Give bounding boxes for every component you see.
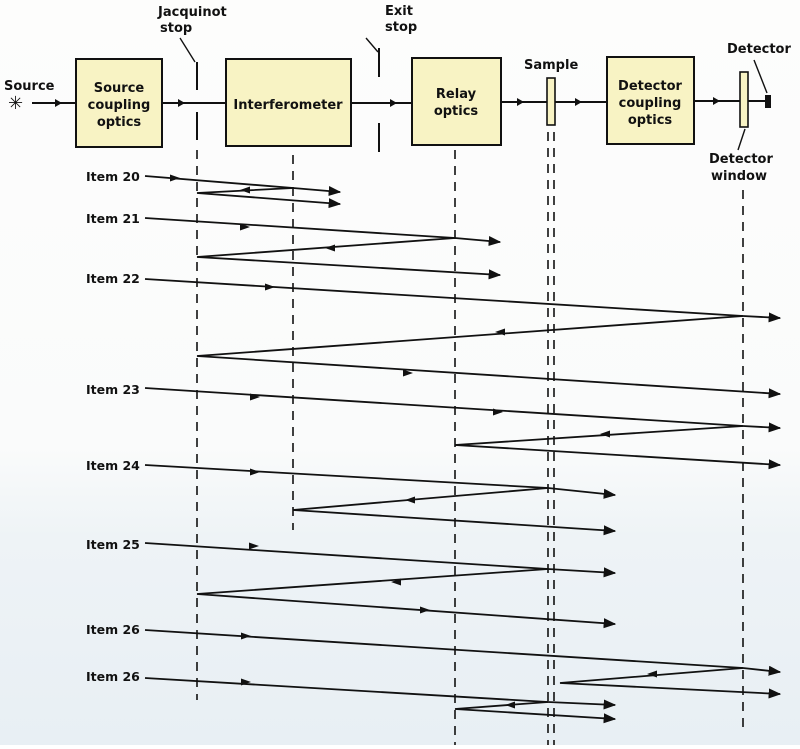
exit-stop-label-1: Exit xyxy=(385,4,413,19)
ray-direction-arrow-icon xyxy=(170,174,180,182)
source-coupling-optics-line2: coupling xyxy=(88,98,151,113)
beam-arrow-icon xyxy=(55,99,62,107)
detector-coupling-optics-line1: Detector xyxy=(618,79,682,94)
reference-lines xyxy=(196,132,744,745)
detector-window-element xyxy=(739,71,749,128)
item-label: Item 24 xyxy=(86,458,140,473)
source-label: Source xyxy=(4,79,55,94)
beam-arrow-icon xyxy=(575,98,582,106)
detector-element xyxy=(765,95,771,108)
ray-path xyxy=(196,568,617,629)
relay-optics-box xyxy=(411,57,502,146)
ray-direction-arrow-icon xyxy=(250,468,260,476)
relay-optics-line1: Relay xyxy=(436,87,477,102)
ray-direction-arrow-icon xyxy=(250,393,260,401)
item-label: Item 26 xyxy=(86,622,140,637)
ray-direction-arrow-icon xyxy=(249,542,259,550)
jacquinot-pointer xyxy=(179,37,196,63)
item-label: Item 21 xyxy=(86,211,140,226)
jacquinot-stop-label-1: Jacquinot xyxy=(157,5,227,20)
ray-path xyxy=(144,677,617,710)
ray-path xyxy=(196,187,342,209)
ray-path xyxy=(144,629,782,676)
detector-pointer xyxy=(753,59,768,94)
jacquinot-stop-label-2: stop xyxy=(160,21,192,36)
detector-coupling-optics-line2: coupling xyxy=(619,96,682,111)
detector-window-label-1: Detector xyxy=(709,152,773,167)
ray-direction-arrow-icon xyxy=(600,430,610,438)
source-coupling-optics-line1: Source xyxy=(94,81,145,96)
ray-direction-arrow-icon xyxy=(240,223,250,231)
ray-direction-arrow-icon xyxy=(420,606,430,614)
beam-arrow-icon xyxy=(390,99,397,107)
relay-optics-line2: optics xyxy=(434,104,479,119)
ray-path xyxy=(144,387,782,433)
ray-direction-arrow-icon xyxy=(240,186,250,194)
item-label: Item 22 xyxy=(86,271,140,286)
sample-element xyxy=(546,77,556,126)
ray-path xyxy=(144,464,617,499)
ray-path xyxy=(454,701,617,724)
detector-coupling-optics-line3: optics xyxy=(628,113,673,128)
ray-path xyxy=(144,278,782,323)
ray-path xyxy=(292,487,617,536)
ray-direction-arrow-icon xyxy=(325,244,335,252)
ray-direction-arrow-icon xyxy=(505,701,515,709)
interferometer-box xyxy=(225,58,352,147)
detector-window-pointer xyxy=(737,128,746,151)
ray-direction-arrow-icon xyxy=(647,670,657,678)
ray-direction-arrow-icon xyxy=(493,408,503,416)
ray-direction-arrow-icon xyxy=(403,369,413,377)
exit-stop-label-2: stop xyxy=(385,20,417,35)
ray-direction-arrow-icon xyxy=(241,678,251,686)
beam-arrow-icon xyxy=(713,97,720,105)
interferometer-label: Interferometer xyxy=(233,98,343,113)
ray-direction-arrow-icon xyxy=(495,328,505,336)
ray-path xyxy=(196,315,782,399)
detector-window-label-2: window xyxy=(711,169,767,184)
ray-direction-arrow-icon xyxy=(405,496,415,504)
beam-arrow-icon xyxy=(178,99,185,107)
ray-path xyxy=(559,667,782,699)
item-labels: Item 20 Item 21 Item 22 Item 23 Item 24 … xyxy=(86,169,140,684)
sample-label: Sample xyxy=(524,58,578,73)
beam-arrow-icon xyxy=(517,98,524,106)
ray-path xyxy=(196,237,502,280)
source-coupling-optics-line3: optics xyxy=(97,115,142,130)
ray-direction-arrow-icon xyxy=(391,578,401,586)
ray-direction-arrow-icon xyxy=(265,283,275,291)
ray-path xyxy=(454,425,782,470)
item-label: Item 23 xyxy=(86,382,140,397)
ray-paths xyxy=(144,174,782,724)
optical-train: Source ✳ Source coupling optics Jacquino… xyxy=(4,4,791,184)
item-label: Item 26 xyxy=(86,669,140,684)
exit-stop-pointer xyxy=(365,37,379,53)
detector-coupling-optics-box xyxy=(606,56,695,145)
item-label: Item 20 xyxy=(86,169,140,184)
detector-label: Detector xyxy=(727,42,791,57)
ray-direction-arrow-icon xyxy=(241,632,251,640)
source-star-icon: ✳ xyxy=(8,93,23,114)
item-label: Item 25 xyxy=(86,537,140,552)
